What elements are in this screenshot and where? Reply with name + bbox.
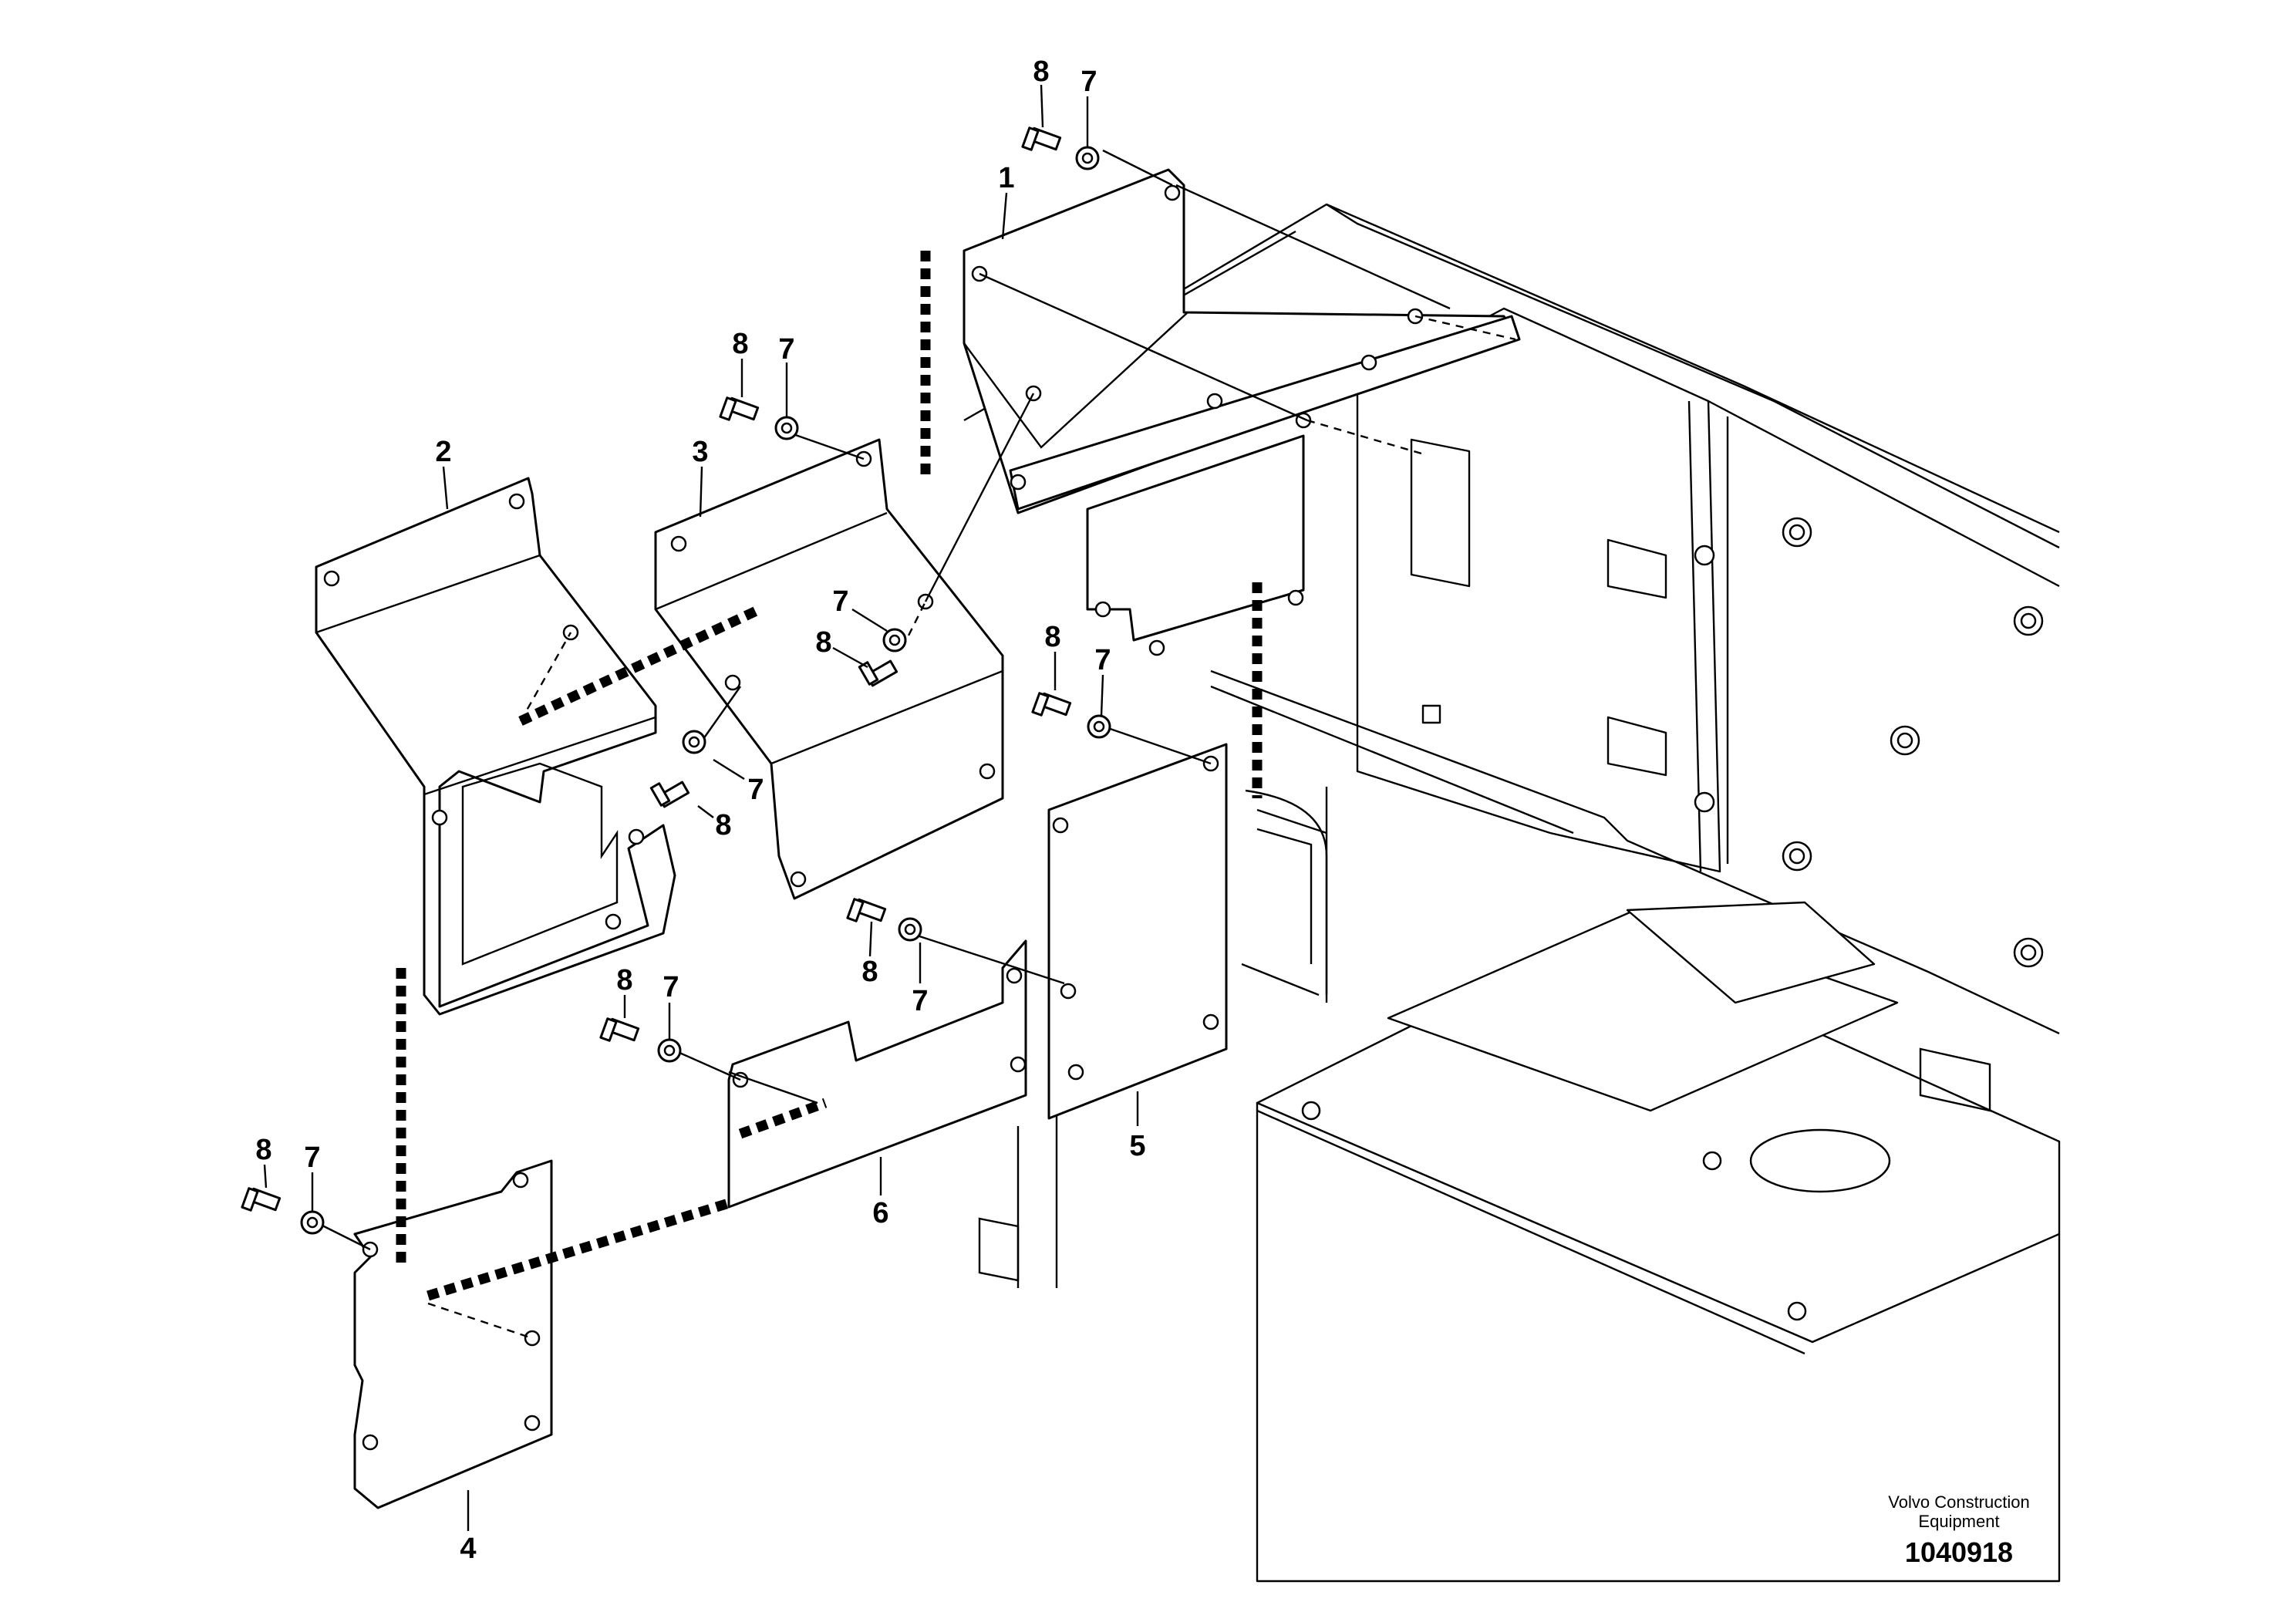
callout-5: 5 (1129, 1130, 1145, 1162)
callout-7: 7 (1094, 644, 1111, 676)
callout-8: 8 (715, 809, 731, 841)
screw-icon (1031, 692, 1072, 717)
screw-icon (719, 396, 760, 421)
washer-icon (898, 917, 922, 942)
wall-bracket-low (1607, 716, 1667, 777)
tank-opening (1749, 1128, 1891, 1193)
screw-icon (241, 1187, 282, 1212)
part-1-lower-plate (1086, 434, 1305, 642)
callout-7: 7 (778, 333, 794, 366)
callout-2: 2 (435, 436, 451, 468)
washer-icon (1075, 146, 1100, 170)
part-5-plate (1047, 743, 1228, 1120)
brand-line-1: Volvo Construction (1888, 1492, 2029, 1512)
callout-8: 8 (255, 1134, 271, 1166)
callout-7: 7 (832, 585, 848, 618)
screw-icon (599, 1017, 640, 1042)
drawing-number: 1040918 (1905, 1536, 2013, 1568)
callout-7: 7 (1081, 66, 1097, 98)
screw-icon (846, 898, 887, 922)
part-2-bracket (315, 477, 676, 1016)
callout-8: 8 (732, 328, 748, 360)
callout-labels: 1 2 3 4 5 6 8 7 8 7 7 8 7 8 8 7 8 7 8 7 … (255, 56, 1145, 1565)
part-3-bracket (654, 438, 1004, 900)
callout-leaders (263, 84, 1139, 1531)
washer-icon (682, 730, 706, 754)
screw-icon (858, 659, 899, 687)
callout-8: 8 (616, 964, 632, 996)
callout-7: 7 (663, 971, 679, 1003)
leader-lines (315, 149, 1516, 1340)
machine-frame (963, 203, 2061, 1583)
wall-bracket-mid (1607, 538, 1667, 599)
tank-body (1256, 1101, 2061, 1583)
brand-line-2: Equipment (1918, 1512, 1999, 1531)
callout-3: 3 (692, 436, 708, 468)
callout-8: 8 (861, 956, 878, 988)
screw-icon (649, 781, 690, 808)
washer-icon (657, 1038, 682, 1063)
fasteners (241, 126, 1111, 1235)
part-1-bracket (963, 168, 1521, 656)
alignment-bands (396, 251, 1263, 1301)
washer-icon (300, 1210, 325, 1235)
wall-bracket-top (1410, 438, 1471, 588)
part-4-plate (353, 1159, 553, 1509)
washer-icon (1087, 714, 1111, 739)
callout-7: 7 (747, 774, 764, 806)
part-6-plate (727, 939, 1027, 1209)
wall-plugs (1782, 517, 2044, 968)
screw-icon (1021, 126, 1062, 151)
callout-4: 4 (460, 1533, 476, 1565)
callout-7: 7 (912, 985, 928, 1017)
washer-icon (774, 416, 799, 440)
callout-7: 7 (304, 1141, 320, 1174)
washer-icon (882, 628, 907, 653)
callout-1: 1 (998, 162, 1014, 194)
callout-8: 8 (1033, 56, 1049, 88)
callout-8: 8 (1044, 621, 1060, 653)
callout-6: 6 (872, 1197, 888, 1229)
step-cover (1626, 901, 1876, 1004)
callout-8: 8 (815, 626, 831, 659)
footer: Volvo Construction Equipment 1040918 (1888, 1492, 2029, 1568)
